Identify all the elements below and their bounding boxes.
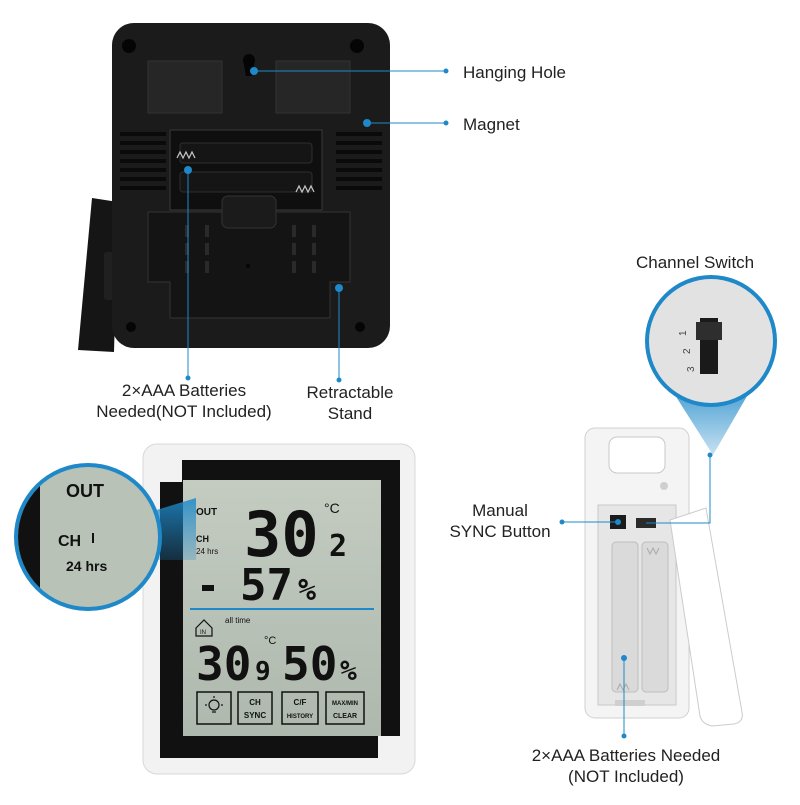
switch-mark-1: 1 [678, 330, 689, 336]
label-batteries-sensor: 2×AAA Batteries Needed (NOT Included) [520, 745, 732, 787]
maxmin-top-label: MAX/MIN [332, 701, 358, 707]
indoor-temp-unit: °C [264, 635, 276, 647]
cf-history-bottom-label: HISTORY [287, 714, 313, 720]
cf-history-top-label: C/F [294, 698, 307, 707]
label-channel-switch: Channel Switch [636, 253, 755, 272]
ch-sync-bottom-label: SYNC [244, 711, 266, 720]
magnet-left [147, 60, 223, 114]
backlight-button[interactable] [196, 691, 232, 725]
lcd-button-row: CH SYNC C/F HISTORY MAX/MIN CLEAR [196, 691, 365, 725]
lcd-all-time-label: all time [225, 616, 251, 625]
label-stand-line1: Retractable [306, 383, 394, 402]
label-hanging-hole: Hanging Hole [463, 63, 567, 82]
sensor-battery-cover [669, 507, 743, 727]
indoor-temp: 30 [196, 637, 251, 691]
leader-lines-back [185, 68, 449, 383]
zoom-ch-label: CH [58, 533, 81, 550]
outdoor-temp: 30 [244, 498, 319, 571]
label-magnet: Magnet [463, 115, 520, 134]
switch-mark-3: 3 [686, 366, 697, 372]
indoor-temp-decimal: 9 [255, 657, 271, 687]
label-sync-line1: Manual [472, 501, 528, 520]
lcd-out-label: OUT [196, 507, 217, 518]
zoom-bubble: OUT CH 24 hrs [14, 463, 162, 611]
maxmin-bottom-label: CLEAR [333, 713, 357, 720]
ch-sync-top-label: CH [249, 698, 261, 707]
vent-left [120, 132, 166, 190]
lcd-in-label: IN [200, 630, 206, 636]
channel-switch-zoom: 1 2 3 [645, 275, 777, 407]
stand-clip [221, 195, 277, 229]
sensor-hanging-loop [608, 436, 666, 474]
battery-slot [179, 171, 313, 193]
indoor-humidity: 50 [282, 637, 337, 691]
label-retractable-stand: Retractable Stand [290, 382, 410, 424]
indoor-humidity-unit: % [340, 654, 357, 687]
screw-hole [355, 322, 365, 332]
lcd-divider [190, 608, 374, 610]
battery-indicator [202, 585, 214, 591]
label-sync-line2: SYNC Button [449, 522, 551, 541]
label-batteries-sensor-line1: 2×AAA Batteries Needed [531, 746, 721, 765]
ch-sync-button[interactable] [237, 691, 273, 725]
cf-history-button[interactable] [281, 691, 319, 725]
zoom-hrs-label: 24 hrs [66, 558, 107, 574]
label-sync-button: Manual SYNC Button [438, 500, 562, 542]
stand-ribs [185, 225, 316, 273]
stand-leg [78, 198, 118, 352]
light-bulb-icon [205, 696, 223, 713]
leader-lines-sensor [559, 452, 713, 739]
outdoor-temp-unit: °C [324, 500, 340, 516]
screw-hole [350, 39, 364, 53]
lcd-hrs-label: 24 hrs [196, 547, 218, 556]
battery-spring [295, 184, 315, 194]
sensor-unit [584, 427, 743, 727]
display-back-unit [78, 23, 390, 352]
outdoor-humidity-unit: % [298, 573, 316, 608]
display-front-unit: OUT CH 24 hrs 30 2 °C 57 % IN all time 3… [142, 443, 416, 775]
outdoor-humidity: 57 [240, 560, 293, 611]
zoom-out-label: OUT [66, 481, 104, 501]
battery-spring [176, 150, 196, 160]
maxmin-clear-button[interactable] [325, 691, 365, 725]
label-batteries-back: 2×AAA Batteries Needed(NOT Included) [72, 380, 296, 422]
label-stand-line2: Stand [327, 404, 373, 423]
home-icon [195, 619, 213, 637]
label-batteries-back-line1: 2×AAA Batteries [121, 381, 247, 400]
magnet-right [275, 60, 351, 114]
battery-slot [179, 142, 313, 164]
sensor-battery-slot [641, 541, 669, 693]
outdoor-temp-decimal: 2 [329, 529, 347, 564]
label-batteries-sensor-line2: (NOT Included) [568, 767, 684, 786]
vent-right [336, 132, 382, 190]
screw-hole [122, 39, 136, 53]
switch-mark-2: 2 [682, 348, 693, 354]
screw-hole [126, 322, 136, 332]
label-batteries-back-line2: Needed(NOT Included) [96, 402, 272, 421]
sensor-battery-slot [611, 541, 639, 693]
lcd-ch-label: CH [196, 534, 209, 544]
